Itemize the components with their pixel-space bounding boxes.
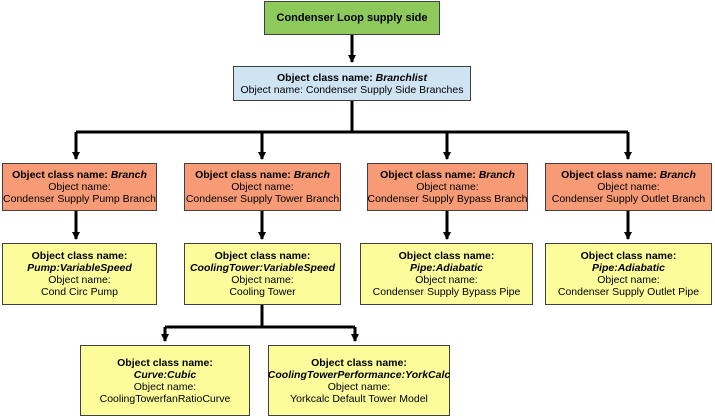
subcomponent-node-curve: Object class name: Curve:Cubic Object na…	[80, 345, 250, 416]
branch-class-line: Object class name: Branch	[195, 169, 330, 181]
component-object-label: Object name:	[48, 274, 111, 286]
branchlist-class-prefix: Object class name:	[277, 71, 373, 84]
component-object-name: Condenser Supply Outlet Pipe	[557, 286, 700, 298]
component-class-name: Pipe:Adiabatic	[410, 262, 483, 274]
branch-class-line: Object class name: Branch	[380, 169, 515, 181]
component-object-name: Cond Circ Pump	[40, 286, 119, 298]
subcomponent-class-name: Curve:Cubic	[133, 368, 197, 381]
branch-class-prefix: Object class name:	[380, 169, 476, 181]
branch-object-name: Condenser Supply Tower Branch	[185, 193, 340, 205]
component-node-outlet-pipe: Object class name: Pipe:Adiabatic Object…	[545, 243, 712, 305]
subcomponent-class-name: CoolingTowerPerformance:YorkCalc	[267, 368, 451, 381]
branch-class-prefix: Object class name:	[561, 169, 657, 181]
component-class-name: CoolingTower:VariableSpeed	[189, 262, 336, 274]
branch-node-pump: Object class name: Branch Object name: C…	[2, 163, 157, 211]
component-class-prefix: Object class name:	[580, 250, 677, 262]
branch-class-name: Branch	[478, 169, 515, 181]
branch-node-bypass: Object class name: Branch Object name: C…	[367, 163, 528, 211]
branchlist-class-line: Object class name: Branchlist	[277, 72, 427, 84]
branch-object-name: Condenser Supply Bypass Branch	[367, 193, 528, 205]
component-node-tower: Object class name: CoolingTower:Variable…	[184, 243, 341, 305]
subcomponent-object-label: Object name:	[327, 380, 391, 393]
component-object-label: Object name:	[231, 274, 294, 286]
branchlist-object-name: Condenser Supply Side Branches	[305, 83, 464, 96]
subcomponent-object-name: Yorkcalc Default Tower Model	[290, 392, 428, 405]
branch-class-name: Branch	[293, 169, 330, 181]
subcomponent-object-name: CoolingTowerfanRatioCurve	[99, 392, 231, 405]
branchlist-object-label: Object name:	[240, 83, 303, 96]
branch-node-outlet: Object class name: Branch Object name: C…	[545, 163, 712, 211]
component-class-prefix: Object class name:	[31, 250, 128, 262]
branch-object-label: Object name:	[231, 181, 294, 193]
subcomponent-class-prefix: Object class name:	[117, 356, 213, 369]
component-object-label: Object name:	[415, 274, 478, 286]
branch-class-name: Branch	[659, 169, 696, 181]
branch-class-prefix: Object class name:	[12, 169, 108, 181]
component-object-label: Object name:	[597, 274, 660, 286]
root-node: Condenser Loop supply side	[264, 1, 440, 35]
component-node-bypass-pipe: Object class name: Pipe:Adiabatic Object…	[360, 243, 533, 305]
branchlist-object-line: Object name: Condenser Supply Side Branc…	[241, 84, 464, 96]
subcomponent-class-prefix: Object class name:	[311, 356, 407, 369]
component-object-name: Condenser Supply Bypass Pipe	[372, 286, 521, 298]
branch-node-tower: Object class name: Branch Object name: C…	[184, 163, 341, 211]
component-node-pump: Object class name: Pump:VariableSpeed Ob…	[2, 243, 157, 305]
branch-object-label: Object name:	[597, 181, 660, 193]
branchlist-node: Object class name: Branchlist Object nam…	[233, 66, 471, 101]
component-object-name: Cooling Tower	[229, 286, 296, 298]
root-title: Condenser Loop supply side	[276, 12, 428, 24]
branch-object-label: Object name:	[48, 181, 111, 193]
component-class-prefix: Object class name:	[214, 250, 311, 262]
branch-object-label: Object name:	[416, 181, 479, 193]
branch-object-name: Condenser Supply Pump Branch	[3, 193, 156, 205]
subcomponent-node-performance: Object class name: CoolingTowerPerforman…	[268, 345, 450, 416]
branch-object-name: Condenser Supply Outlet Branch	[551, 193, 706, 205]
component-class-name: Pump:VariableSpeed	[27, 262, 132, 274]
branchlist-class-name: Branchlist	[375, 71, 427, 84]
component-class-prefix: Object class name:	[398, 250, 495, 262]
component-class-name: Pipe:Adiabatic	[592, 262, 665, 274]
branch-class-line: Object class name: Branch	[12, 169, 147, 181]
branch-class-line: Object class name: Branch	[561, 169, 696, 181]
branch-class-prefix: Object class name:	[195, 169, 291, 181]
subcomponent-object-label: Object name:	[133, 380, 197, 393]
branch-class-name: Branch	[110, 169, 147, 181]
